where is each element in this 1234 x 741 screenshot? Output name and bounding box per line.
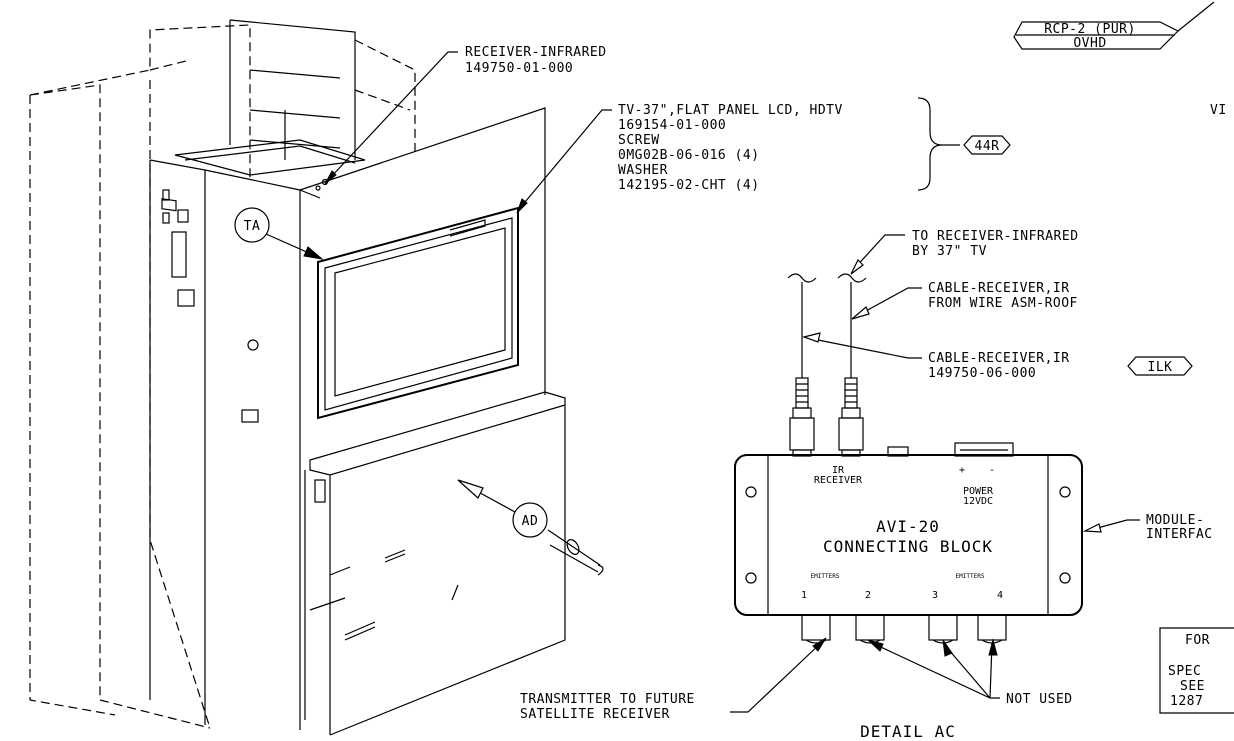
kiosk-front-panel: [299, 107, 546, 730]
tv-flat-panel: [317, 206, 519, 420]
tag-44r: 44R: [963, 135, 1011, 155]
tag-ilk: ILK: [1127, 356, 1193, 376]
emitters-right-label: EMITTERS: [956, 573, 985, 580]
tag-44r-label: 44R: [975, 139, 1000, 154]
cable-connector-right: [838, 377, 864, 451]
view-marker-ad: AD: [457, 479, 604, 576]
power-minus: -: [989, 465, 995, 476]
kiosk-left-panel: [149, 159, 301, 725]
ir-cables: [787, 273, 867, 451]
washer-part: 142195-02-CHT (4): [618, 178, 760, 193]
mount-hole: [745, 572, 757, 584]
callout-receiver-infrared: RECEIVER-INFRARED 149750-01-000: [324, 45, 607, 185]
power-label: POWER: [963, 486, 994, 497]
cable-roof-label: CABLE-RECEIVER,IR: [928, 281, 1070, 296]
kiosk-panel-cutouts: [161, 189, 326, 503]
receiver-infrared-part: 149750-01-000: [465, 61, 573, 76]
kiosk-top-opening: [174, 139, 366, 176]
tag-rcp-label: RCP-2 (PUR): [1044, 22, 1136, 37]
kiosk-counter: [304, 391, 566, 736]
port-number-3: 3: [932, 590, 938, 601]
to-receiver-label: TO RECEIVER-INFRARED: [912, 229, 1079, 244]
avi20-connecting-block: IR RECEIVER + - POWER 12VDC AVI-20 CONNE…: [734, 442, 1083, 644]
callout-not-used: NOT USED: [867, 638, 1073, 707]
power-connector: [954, 442, 1014, 457]
kiosk-assembly: TA AD: [29, 19, 604, 736]
power-plus: +: [959, 465, 965, 476]
module-label: MODULE-: [1146, 513, 1204, 528]
transmitter-sub: SATELLITE RECEIVER: [520, 707, 670, 722]
small-connector: [887, 446, 909, 457]
cable-receiver-part: 149750-06-000: [928, 366, 1036, 381]
screw-part: 0MG02B-06-016 (4): [618, 148, 760, 163]
transmitter-label: TRANSMITTER TO FUTURE: [520, 692, 695, 707]
emitter-ports: [801, 614, 1007, 644]
note-line-4: 1287: [1170, 694, 1203, 709]
note-box: FOR SPEC SEE 1287: [1159, 627, 1234, 714]
emitters-left-label: EMITTERS: [811, 573, 840, 580]
note-line-2: SPEC: [1168, 664, 1201, 679]
tv-part: 169154-01-000: [618, 118, 726, 133]
port-number-2: 2: [865, 590, 871, 601]
view-marker-ta: TA: [234, 207, 324, 260]
kiosk-rear-shell: [29, 24, 251, 716]
block-subtitle: CONNECTING BLOCK: [823, 537, 993, 556]
cable-roof-sub: FROM WIRE ASM-ROOF: [928, 296, 1078, 311]
ir-receiver-label-1: IR: [832, 465, 845, 476]
note-line-3: SEE: [1180, 679, 1205, 694]
kiosk-counter-slots: [309, 549, 459, 641]
callout-module: MODULE- INTERFAC: [1082, 513, 1213, 542]
view-marker-ad-label: AD: [522, 514, 539, 529]
callout-to-receiver: TO RECEIVER-INFRARED BY 37" TV: [850, 229, 1079, 275]
washer-label: WASHER: [618, 163, 668, 178]
kiosk-upper-frame-hidden: [354, 39, 416, 155]
not-used-label: NOT USED: [1006, 692, 1073, 707]
vi-fragment: VI: [1210, 103, 1227, 118]
callout-cable-receiver: CABLE-RECEIVER,IR 149750-06-000: [801, 332, 1070, 381]
detail-title: DETAIL AC: [860, 722, 956, 741]
tag-ilk-label: ILK: [1148, 360, 1173, 375]
tag-rcp-ovhd: RCP-2 (PUR) OVHD: [1013, 1, 1215, 51]
port-number-1: 1: [801, 590, 807, 601]
kiosk-lower-shell: [99, 59, 211, 729]
mount-hole: [1059, 572, 1071, 584]
power-voltage: 12VDC: [963, 496, 993, 507]
tv-label: TV-37",FLAT PANEL LCD, HDTV: [618, 103, 843, 118]
port-number-4: 4: [997, 590, 1003, 601]
kiosk-upper-frame: [229, 19, 356, 160]
tag-ovhd-label: OVHD: [1073, 36, 1106, 51]
screw-label: SCREW: [618, 133, 660, 148]
note-line-1: FOR: [1185, 633, 1210, 648]
callout-tv: TV-37",FLAT PANEL LCD, HDTV 169154-01-00…: [516, 97, 960, 214]
ir-receiver-label-2: RECEIVER: [814, 475, 863, 486]
to-receiver-sub: BY 37" TV: [912, 244, 987, 259]
callout-transmitter: TRANSMITTER TO FUTURE SATELLITE RECEIVER: [520, 637, 827, 722]
mount-hole: [745, 486, 757, 498]
mount-hole: [1059, 486, 1071, 498]
tv-callout-brace: [917, 97, 943, 191]
cable-connector-left: [789, 377, 815, 451]
receiver-infrared-label: RECEIVER-INFRARED: [465, 45, 607, 60]
block-title: AVI-20: [876, 517, 940, 536]
view-marker-ta-label: TA: [244, 219, 261, 234]
cable-receiver-label: CABLE-RECEIVER,IR: [928, 351, 1070, 366]
callout-cable-from-roof: CABLE-RECEIVER,IR FROM WIRE ASM-ROOF: [851, 281, 1078, 320]
module-sub: INTERFAC: [1146, 527, 1213, 542]
